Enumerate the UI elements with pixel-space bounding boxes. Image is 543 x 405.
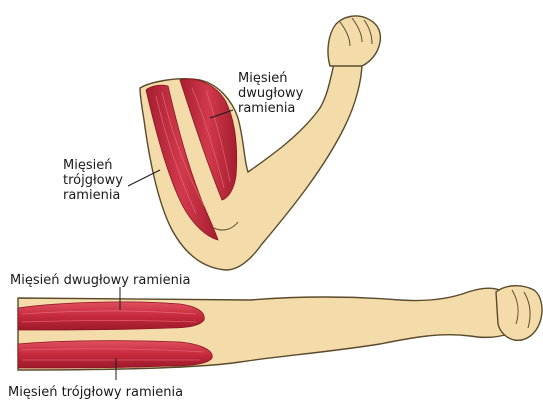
- straight-arm: [18, 286, 542, 380]
- label-bent-biceps: Mięsień dwugłowy ramienia: [238, 71, 303, 116]
- bent-arm-fist: [328, 16, 380, 66]
- straight-biceps-muscle: [18, 302, 204, 330]
- label-straight-triceps: Mięsień trójgłowy ramienia: [8, 385, 183, 400]
- label-bent-triceps: Mięsień trójgłowy ramienia: [63, 158, 123, 203]
- bent-arm: [128, 16, 380, 270]
- label-straight-biceps: Mięsień dwugłowy ramienia: [10, 273, 190, 288]
- straight-arm-fist: [496, 286, 542, 341]
- straight-triceps-muscle: [18, 341, 212, 368]
